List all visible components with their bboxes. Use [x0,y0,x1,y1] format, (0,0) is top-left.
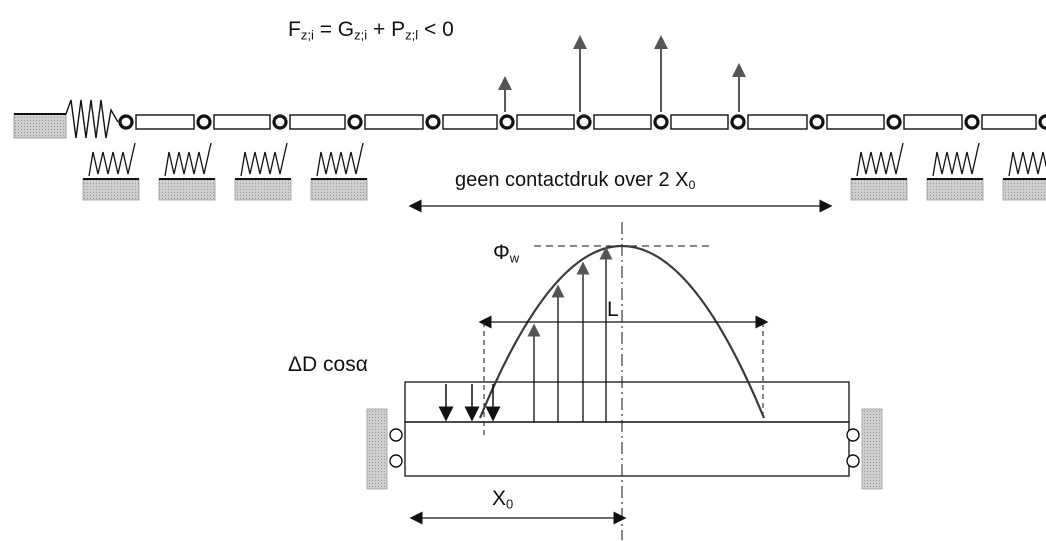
ground-hatch-icon [926,178,984,201]
hinge-icon [499,114,515,130]
hinge-icon [886,114,902,130]
beam-segment [747,114,808,130]
ground-hatch-icon [861,408,883,490]
X0-label: X0 [492,487,514,512]
spring-icon [164,142,212,177]
settlement-arrows [438,384,501,422]
lower-layer [404,421,850,477]
block-section [404,381,850,477]
ground-hatch-icon [366,408,388,490]
spring-icon [88,142,136,177]
hinge-icon [118,114,134,130]
pressure-curve [478,245,766,419]
spring-icon [1008,151,1046,177]
ground-hatch-icon [158,178,216,201]
beam-segment [289,114,346,130]
beam-segment [516,114,575,130]
roller-icon [389,454,403,468]
ground-hatch-icon [13,113,67,139]
spring-icon [240,142,288,177]
beam-segment [903,114,963,130]
hinge-icon [653,114,669,130]
hinge-icon [425,114,441,130]
roller-icon [389,428,403,442]
hinge-icon [347,114,363,130]
hinge-icon [196,114,212,130]
delta-label: ΔD cosα [288,353,368,376]
spring-icon [65,99,119,139]
pressure-arrows [527,246,613,422]
beam-segment [593,114,652,130]
beam-segment [364,114,424,130]
beam-segment [670,114,729,130]
ground-hatch-icon [82,178,140,201]
beam-segment [442,114,498,130]
construction-lines [483,222,764,540]
beam-segment [213,114,271,130]
L-label: L [607,298,619,321]
ground-hatch-icon [234,178,292,201]
hinge-icon [730,114,746,130]
beam-model [13,99,1046,201]
hinge-icon [1038,114,1046,130]
hinge-icon [272,114,288,130]
beam-segment [981,114,1037,130]
beam-segment [826,114,885,130]
ground-hatch-icon [850,178,908,201]
beam-segment [135,114,195,130]
side-supports [366,408,883,490]
hinge-icon [576,114,592,130]
ground-hatch-icon [310,178,368,201]
roller-icon [846,428,860,442]
hinge-icon [809,114,825,130]
ground-hatch-icon [1002,178,1046,201]
spring-icon [856,142,904,177]
roller-icon [846,454,860,468]
force-formula: Fz;i = Gz;i + Pz;l < 0 [288,18,454,43]
uplift-forces [498,35,746,112]
span-label: geen contactdruk over 2 X0 [455,169,696,193]
spring-icon [316,142,364,177]
hinge-icon [964,114,980,130]
spring-icon [932,142,980,177]
phi-label: Φw [493,241,520,266]
